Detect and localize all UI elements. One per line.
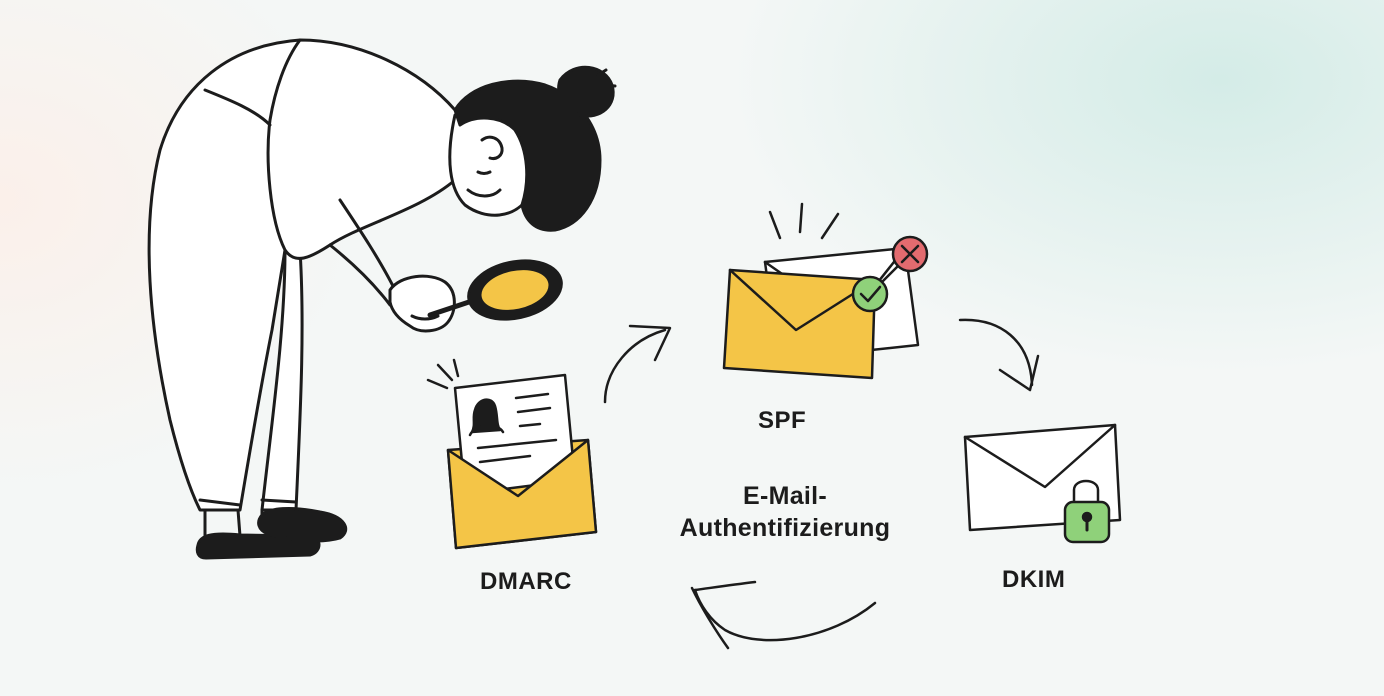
arrow-dkim-to-dmarc-head [693, 580, 757, 592]
arrow-dmarc-to-spf-head [628, 324, 672, 362]
envelope-with-check-and-cross-icon [722, 202, 929, 380]
open-envelope-with-document-icon [426, 358, 598, 550]
person-with-magnifying-glass-illustration [147, 38, 617, 560]
cycle-arrows [603, 318, 1040, 650]
arrow-spf-to-dkim-head [998, 354, 1040, 392]
node-label-dmarc: DMARC [480, 568, 572, 595]
arrow-spf-to-dkim [958, 318, 1034, 387]
arrow-dmarc-to-spf [603, 328, 667, 404]
diagram-center-title: E-Mail- Authentifizierung [679, 482, 891, 542]
node-label-spf: SPF [758, 407, 807, 434]
envelope-with-padlock-icon [963, 423, 1122, 544]
arrow-dkim-to-dmarc [693, 588, 877, 642]
node-label-dkim: DKIM [1002, 566, 1066, 593]
